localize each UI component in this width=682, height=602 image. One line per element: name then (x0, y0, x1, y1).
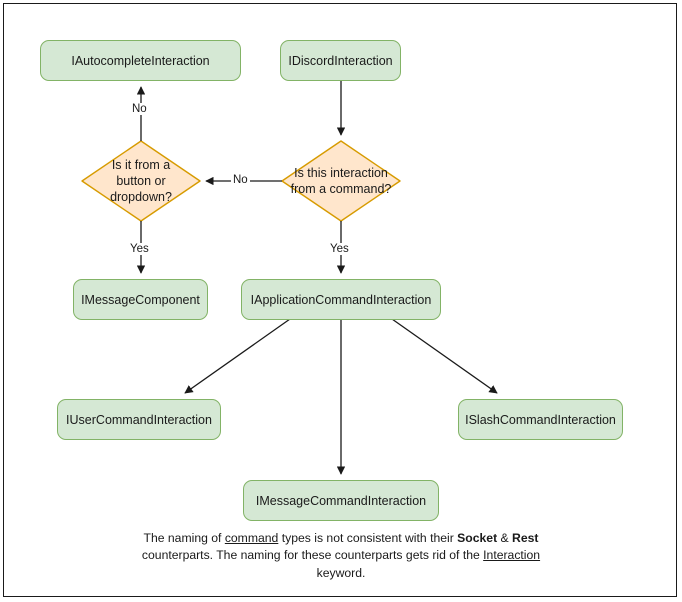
node-message-component[interactable]: IMessageComponent (73, 279, 208, 320)
edge-label-no-autocomplete: No (130, 103, 149, 115)
edge-label-yes-message-component: Yes (128, 243, 151, 255)
node-autocomplete-interaction-label: IAutocompleteInteraction (71, 53, 210, 68)
node-message-command-interaction[interactable]: IMessageCommandInteraction (243, 480, 439, 521)
footer-caption: The naming of command types is not consi… (141, 530, 541, 582)
footer-line1-underlined: command (224, 531, 279, 545)
edge-label-yes-application-command: Yes (328, 243, 351, 255)
node-application-command-interaction[interactable]: IApplicationCommandInteraction (241, 279, 441, 320)
node-discord-interaction-label: IDiscordInteraction (288, 53, 393, 68)
footer-line3-underlined: Interaction (483, 548, 541, 563)
footer-line2-rest: counterparts. The naming for these (141, 548, 332, 563)
node-user-command-interaction-label: IUserCommandInteraction (66, 412, 212, 427)
footer-line1-part1: The naming of (143, 531, 225, 545)
edge-appcmd-to-user-command (184, 318, 291, 394)
footer-bold-rest: Rest (512, 531, 539, 545)
node-discord-interaction[interactable]: IDiscordInteraction (280, 40, 401, 81)
node-message-command-interaction-label: IMessageCommandInteraction (255, 493, 427, 508)
edge-appcmd-to-slash-command (391, 318, 498, 394)
decision-button-dropdown-shape (81, 140, 201, 222)
footer-line3-part2: keyword. (316, 565, 366, 580)
edge-label-no-horizontal: No (231, 174, 250, 186)
footer-ampersand: & (497, 531, 513, 545)
node-slash-command-interaction-label: ISlashCommandInteraction (465, 412, 616, 427)
node-autocomplete-interaction[interactable]: IAutocompleteInteraction (40, 40, 241, 81)
node-user-command-interaction[interactable]: IUserCommandInteraction (57, 399, 221, 440)
decision-is-command-shape (281, 140, 401, 222)
footer-line1-part2: types is not consistent with their (278, 531, 454, 545)
footer-bold-socket: Socket (457, 531, 498, 545)
footer-line3-part1: counterparts gets rid of the (334, 548, 484, 563)
node-message-component-label: IMessageComponent (81, 292, 200, 307)
node-slash-command-interaction[interactable]: ISlashCommandInteraction (458, 399, 623, 440)
node-application-command-interaction-label: IApplicationCommandInteraction (250, 292, 432, 307)
